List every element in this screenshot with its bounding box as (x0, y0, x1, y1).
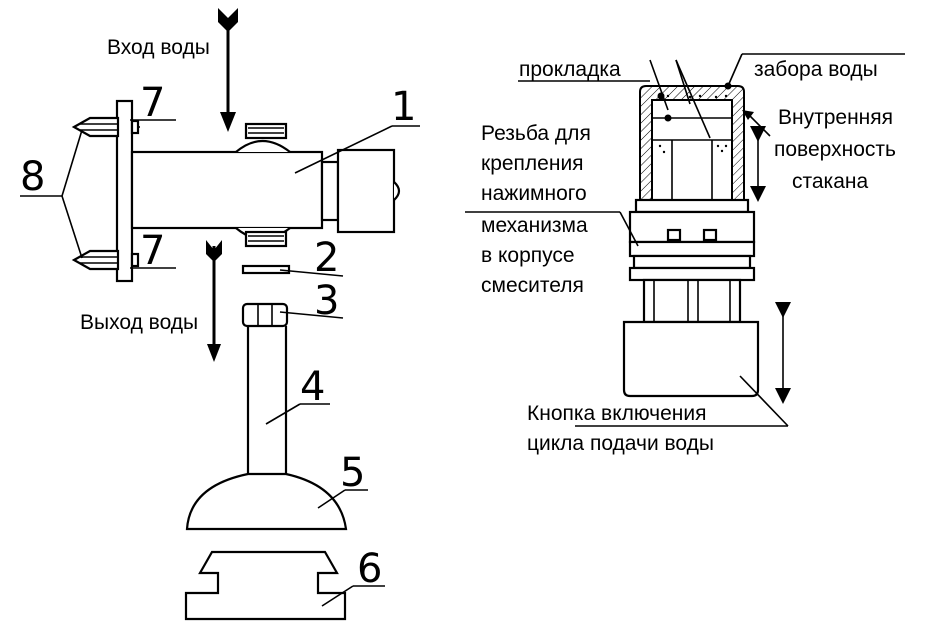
sediment-dots (658, 94, 728, 154)
label-7-bottom: 7 (140, 228, 165, 274)
cartridge: прокладка забора воды Внутренняя поверхн… (465, 53, 905, 455)
label-7-top: 7 (140, 80, 165, 126)
mixer-body (130, 150, 324, 230)
inner-surface-label-2: поверхность (774, 138, 896, 161)
base-part (184, 550, 347, 621)
inner-surface-label-3: стакана (792, 170, 868, 193)
outlet-thread (244, 230, 288, 248)
gasket-part (241, 264, 291, 275)
thread-label-1: Резьба для (481, 122, 591, 145)
thread-label-6: смесителя (481, 274, 584, 297)
outlet-arrow (206, 240, 222, 362)
faucet-assembly: Вход воды (20, 8, 420, 621)
dome-part (185, 472, 348, 531)
label-1: 1 (391, 84, 416, 130)
inlet-thread (244, 122, 288, 140)
push-cap (336, 148, 396, 234)
leader-lines (20, 119, 420, 607)
thread-label-5: в корпусе (481, 244, 575, 267)
thread-section (628, 210, 756, 244)
screw-top (71, 116, 140, 138)
wall-plate (115, 99, 134, 283)
thread-label-3: нажимного (481, 182, 587, 205)
label-4: 4 (300, 364, 325, 410)
button-label-2: цикла подачи воды (527, 432, 714, 455)
label-2: 2 (314, 235, 339, 281)
thread-label-4: механизма (481, 214, 588, 237)
inlet-arrow (218, 8, 238, 132)
outlet-label: Выход воды (80, 311, 198, 334)
label-5: 5 (340, 450, 365, 496)
intake-label: забора воды (754, 58, 878, 81)
thread-label-2: крепления (481, 152, 584, 175)
start-button (622, 320, 760, 398)
inlet-label: Вход воды (107, 36, 210, 59)
button-label-1: Кнопка включения (527, 402, 706, 425)
gasket-label: прокладка (519, 58, 621, 81)
inner-surface-label-1: Внутренняя (778, 106, 893, 129)
cup-wall (639, 85, 745, 201)
label-8: 8 (20, 154, 45, 200)
pipe-part (246, 326, 288, 476)
label-6: 6 (357, 546, 382, 592)
screw-bottom (71, 249, 140, 271)
label-3: 3 (314, 278, 339, 324)
nut-part (241, 302, 289, 328)
cartridge-leaders (465, 53, 905, 427)
